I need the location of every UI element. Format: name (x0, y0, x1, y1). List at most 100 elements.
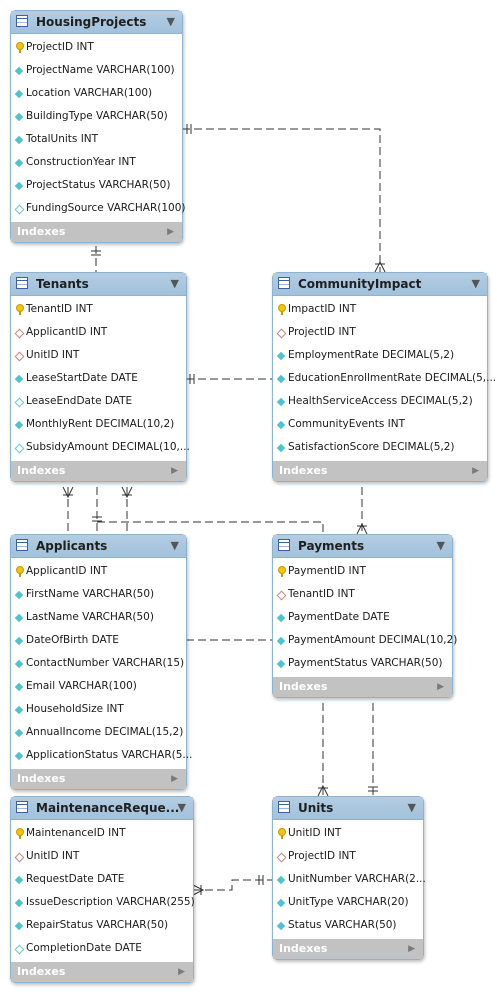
column-row[interactable]: TenantID INT (11, 298, 186, 321)
column-row[interactable]: UnitID INT (11, 344, 186, 367)
column-row[interactable]: UnitType VARCHAR(20) (273, 891, 423, 914)
column-row[interactable]: ProjectID INT (11, 36, 182, 59)
column-label: TenantID INT (26, 303, 93, 315)
column-label: ConstructionYear INT (26, 156, 136, 168)
column-row[interactable]: UnitID INT (273, 822, 423, 845)
column-row[interactable]: RepairStatus VARCHAR(50) (11, 914, 193, 937)
diamond-icon (276, 659, 286, 669)
column-row[interactable]: PaymentID INT (273, 560, 452, 583)
table-header[interactable]: HousingProjects ▼ (11, 11, 182, 34)
column-row[interactable]: ApplicantID INT (11, 560, 186, 583)
column-row[interactable]: ApplicationStatus VARCHAR(5... (11, 744, 192, 767)
column-row[interactable]: RequestDate DATE (11, 868, 193, 891)
chevron-right-icon[interactable]: ▶ (408, 944, 415, 954)
column-row[interactable]: ProjectID INT (273, 321, 487, 344)
table-header[interactable]: CommunityImpact ▼ (273, 273, 487, 296)
column-row[interactable]: ImpactID INT (273, 298, 487, 321)
column-row[interactable]: IssueDescription VARCHAR(255) (11, 891, 195, 914)
column-row[interactable]: AnnualIncome DECIMAL(15,2) (11, 721, 186, 744)
chevron-down-icon[interactable]: ▼ (166, 15, 175, 28)
indexes-section[interactable]: Indexes ▶ (273, 939, 423, 959)
column-row[interactable]: CommunityEvents INT (273, 413, 487, 436)
column-row[interactable]: FirstName VARCHAR(50) (11, 583, 186, 606)
diamond-icon (14, 921, 24, 931)
column-row[interactable]: ContactNumber VARCHAR(15) (11, 652, 186, 675)
column-row[interactable]: BuildingType VARCHAR(50) (11, 105, 182, 128)
chevron-down-icon[interactable]: ▼ (177, 801, 186, 814)
column-row[interactable]: PaymentAmount DECIMAL(10,2) (273, 629, 457, 652)
column-row[interactable]: EducationEnrollmentRate DECIMAL(5,... (273, 367, 496, 390)
table-header[interactable]: Tenants ▼ (11, 273, 186, 296)
column-row[interactable]: ApplicantID INT (11, 321, 186, 344)
column-row[interactable]: DateOfBirth DATE (11, 629, 186, 652)
table-header[interactable]: Payments ▼ (273, 535, 452, 558)
column-label: HealthServiceAccess DECIMAL(5,2) (288, 395, 473, 407)
column-label: ApplicantID INT (26, 326, 108, 338)
table-tenants[interactable]: Tenants ▼ TenantID INT ApplicantID INT Uni… (10, 272, 190, 482)
chevron-down-icon[interactable]: ▼ (170, 277, 179, 290)
column-row[interactable]: LastName VARCHAR(50) (11, 606, 186, 629)
foreign-key-icon (276, 328, 287, 339)
diamond-icon (276, 374, 286, 384)
foreign-key-icon (14, 328, 25, 339)
chevron-right-icon[interactable]: ▶ (171, 774, 178, 784)
chevron-right-icon[interactable]: ▶ (437, 682, 444, 692)
column-row[interactable]: SatisfactionScore DECIMAL(5,2) (273, 436, 487, 459)
indexes-label: Indexes (279, 680, 328, 693)
column-row[interactable]: PaymentStatus VARCHAR(50) (273, 652, 452, 675)
table-header[interactable]: Units ▼ (273, 797, 423, 820)
table-header[interactable]: Applicants ▼ (11, 535, 186, 558)
indexes-section[interactable]: Indexes ▶ (273, 461, 487, 481)
column-row[interactable]: ConstructionYear INT (11, 151, 182, 174)
chevron-down-icon[interactable]: ▼ (471, 277, 480, 290)
key-icon (16, 304, 24, 315)
column-row[interactable]: MaintenanceID INT (11, 822, 193, 845)
column-row[interactable]: MonthlyRent DECIMAL(10,2) (11, 413, 186, 436)
column-row[interactable]: HealthServiceAccess DECIMAL(5,2) (273, 390, 487, 413)
column-row[interactable]: TotalUnits INT (11, 128, 182, 151)
indexes-section[interactable]: Indexes ▶ (11, 222, 182, 242)
column-row[interactable]: FundingSource VARCHAR(100) (11, 197, 185, 220)
column-label: PaymentStatus VARCHAR(50) (288, 657, 443, 669)
column-row[interactable]: LeaseEndDate DATE (11, 390, 186, 413)
chevron-down-icon[interactable]: ▼ (436, 539, 445, 552)
column-row[interactable]: TenantID INT (273, 583, 452, 606)
column-row[interactable]: ProjectID INT (273, 845, 423, 868)
indexes-label: Indexes (17, 225, 66, 238)
column-row[interactable]: EmploymentRate DECIMAL(5,2) (273, 344, 487, 367)
indexes-section[interactable]: Indexes ▶ (11, 769, 186, 789)
table-title: Payments (298, 539, 365, 553)
table-header[interactable]: MaintenanceReque... ▼ (11, 797, 193, 820)
column-row[interactable]: LeaseStartDate DATE (11, 367, 186, 390)
column-row[interactable]: Email VARCHAR(100) (11, 675, 186, 698)
column-row[interactable]: UnitID INT (11, 845, 193, 868)
chevron-right-icon[interactable]: ▶ (167, 227, 174, 237)
chevron-down-icon[interactable]: ▼ (407, 801, 416, 814)
indexes-section[interactable]: Indexes ▶ (11, 962, 193, 982)
chevron-right-icon[interactable]: ▶ (171, 466, 178, 476)
diamond-icon (14, 728, 24, 738)
indexes-section[interactable]: Indexes ▶ (273, 677, 452, 697)
chevron-right-icon[interactable]: ▶ (178, 967, 185, 977)
column-label: LeaseStartDate DATE (26, 372, 138, 384)
indexes-section[interactable]: Indexes ▶ (11, 461, 186, 481)
column-row[interactable]: Location VARCHAR(100) (11, 82, 182, 105)
diamond-icon (276, 921, 286, 931)
column-row[interactable]: ProjectName VARCHAR(100) (11, 59, 182, 82)
chevron-right-icon[interactable]: ▶ (472, 466, 479, 476)
column-row[interactable]: Status VARCHAR(50) (273, 914, 423, 937)
chevron-down-icon[interactable]: ▼ (170, 539, 179, 552)
column-row[interactable]: SubsidyAmount DECIMAL(10,... (11, 436, 190, 459)
column-row[interactable]: UnitNumber VARCHAR(2... (273, 868, 426, 891)
column-row[interactable]: CompletionDate DATE (11, 937, 193, 960)
column-row[interactable]: PaymentDate DATE (273, 606, 452, 629)
link-tenants-payments (97, 521, 324, 534)
column-row[interactable]: HouseholdSize INT (11, 698, 186, 721)
column-row[interactable]: ProjectStatus VARCHAR(50) (11, 174, 182, 197)
